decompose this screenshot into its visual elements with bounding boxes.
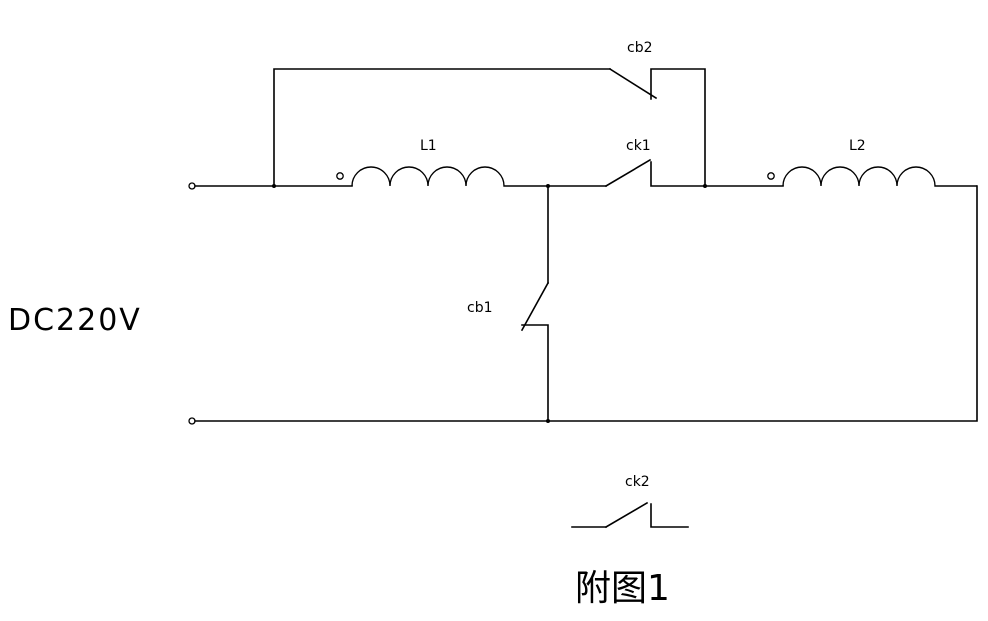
wire-bypass-loop bbox=[273, 68, 611, 187]
ck1-label: ck1 bbox=[626, 138, 651, 154]
cb1-label: cb1 bbox=[467, 300, 493, 316]
figure-caption: 附图1 bbox=[575, 568, 670, 609]
l2-coil bbox=[782, 166, 977, 187]
cb2-contact-stub bbox=[650, 68, 706, 187]
cb2-label: cb2 bbox=[627, 40, 653, 56]
ck1-contact-blade bbox=[604, 158, 652, 188]
l1-coil bbox=[351, 166, 548, 187]
wire-right-return bbox=[547, 185, 978, 422]
ck2-label: ck2 bbox=[625, 474, 650, 490]
cb2-contact-blade bbox=[608, 67, 658, 100]
source-label: DC220V bbox=[8, 303, 142, 338]
ck2-contact-blade bbox=[604, 501, 649, 529]
cb1-contact-blade bbox=[520, 281, 550, 332]
l2-polarity-mark bbox=[767, 172, 775, 180]
terminal-negative bbox=[188, 417, 196, 425]
l1-label: L1 bbox=[420, 138, 437, 154]
cb1-contact-stub bbox=[521, 324, 549, 422]
terminal-positive bbox=[188, 182, 196, 190]
l1-polarity-mark bbox=[336, 172, 344, 180]
l2-label: L2 bbox=[849, 138, 866, 154]
ck2-contact-stub bbox=[650, 503, 689, 528]
ck1-contact-stub bbox=[650, 161, 706, 187]
junction-bottom bbox=[546, 419, 550, 423]
